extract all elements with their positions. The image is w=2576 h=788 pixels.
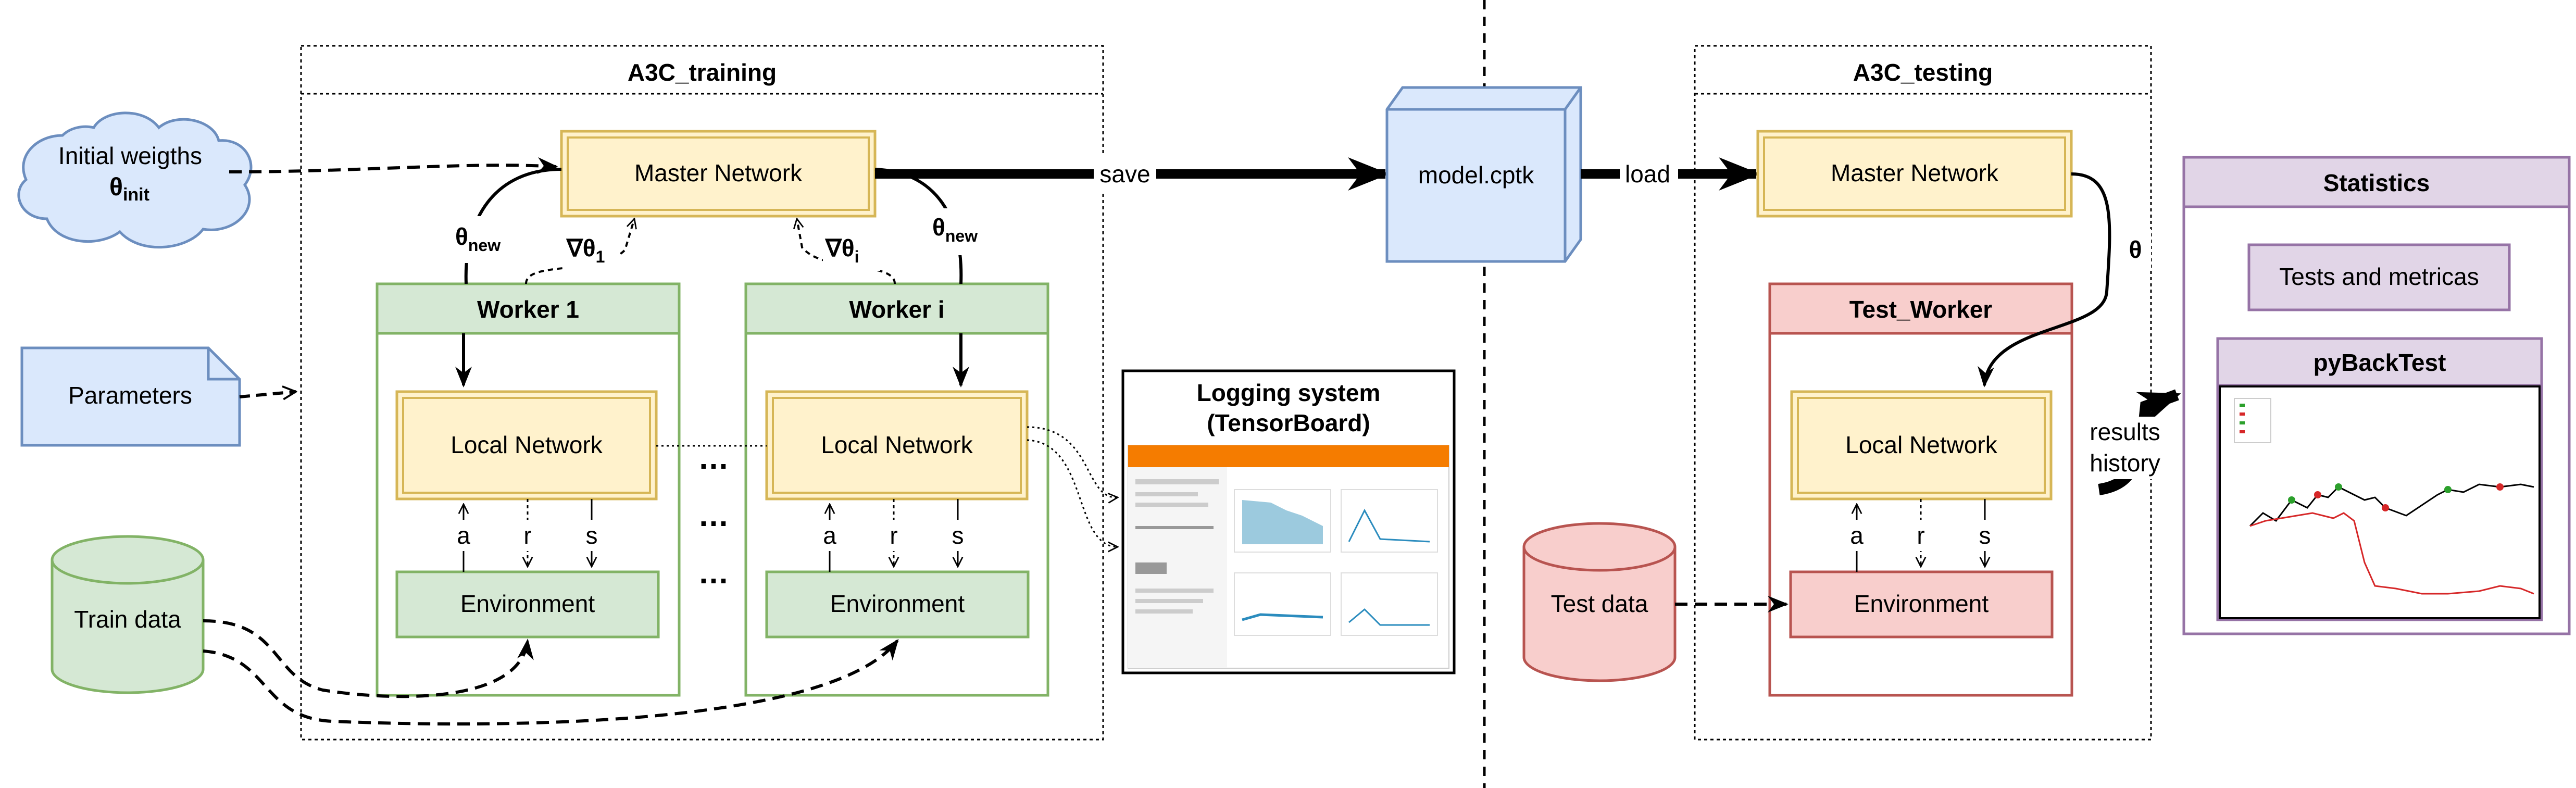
tensorboard-screenshot <box>1128 445 1449 669</box>
results-label-line1: results <box>2090 418 2160 445</box>
test-worker-local-label: Local Network <box>1845 431 1997 458</box>
train-data-label: Train data <box>74 606 181 633</box>
test-data-cylinder[interactable]: Test data <box>1522 522 1677 682</box>
test-data-label: Test data <box>1551 590 1648 617</box>
test-action-label: a <box>1850 522 1864 549</box>
logging-system-panel[interactable]: Logging system (TensorBoard) <box>1121 369 1456 674</box>
test-worker-env-label: Environment <box>1854 590 1989 617</box>
local-to-logging-arrows <box>1027 426 1118 547</box>
worker-1-local-label: Local Network <box>451 431 603 458</box>
worker-i[interactable]: Worker i Local Network Environment <box>744 282 1049 697</box>
tests-metrics-box[interactable] <box>2247 243 2511 311</box>
test-worker[interactable]: Test_Worker Local Network Environment <box>1768 282 2073 697</box>
worker-i-reward-label: r <box>890 522 897 549</box>
training-master-label: Master Network <box>634 159 803 186</box>
test-worker-environment[interactable] <box>1789 570 2054 639</box>
tests-metrics-label: Tests and metricas <box>2279 263 2479 290</box>
results-label-line2: history <box>2090 449 2160 477</box>
init-to-master-arrow <box>229 157 558 174</box>
a3c-training-panel: A3C_training <box>300 45 1104 741</box>
parameters-label: Parameters <box>68 382 192 409</box>
training-master-network[interactable]: Master Network <box>560 130 877 218</box>
testing-master-network[interactable]: Master Network <box>1756 130 2073 218</box>
worker-i-local-network[interactable] <box>765 390 1029 501</box>
test-reward-label: r <box>1917 522 1924 549</box>
load-label: load <box>1625 160 1670 187</box>
worker-i-state-label: s <box>952 522 964 549</box>
save-label: save <box>1099 160 1150 187</box>
test-worker-title: Test_Worker <box>1849 296 1993 323</box>
backtest-plot-image <box>2219 385 2541 619</box>
worker-1[interactable]: Worker 1 Local Network Environment <box>376 282 681 697</box>
worker-1-action-label: a <box>457 522 470 549</box>
worker-i-ars-arrows <box>819 499 968 572</box>
test-state-label: s <box>1979 522 1991 549</box>
statistics-title: Statistics <box>2323 169 2430 196</box>
worker-i-title: Worker i <box>849 296 944 323</box>
train-data-arrows <box>203 619 899 726</box>
testing-title: A3C_testing <box>1853 59 1993 86</box>
theta-new-right-label: θnew <box>932 214 978 245</box>
training-title: A3C_training <box>628 59 777 86</box>
worker-1-title: Worker 1 <box>477 296 579 323</box>
statistics-panel[interactable]: Statistics Tests and metricas pyBackTest <box>2182 156 2571 635</box>
worker-1-environment[interactable] <box>395 570 660 639</box>
worker-1-reward-label: r <box>523 522 531 549</box>
testing-theta-label: θ <box>2129 236 2142 263</box>
gradient-1-label: ∇θ1 <box>566 234 605 266</box>
test-worker-ars-arrows <box>1846 499 1995 572</box>
worker-i-local-label: Local Network <box>821 431 973 458</box>
initial-weights-cloud[interactable]: Initial weigths θinit <box>17 111 253 249</box>
theta-new-left-label: θnew <box>455 223 501 255</box>
parameters-document[interactable]: Parameters <box>20 346 241 447</box>
test-worker-local-network[interactable] <box>1790 390 2053 501</box>
parameters-arrow <box>239 392 296 397</box>
logging-title-line1: Logging system <box>1197 379 1381 406</box>
train-data-cylinder[interactable]: Train data <box>51 535 205 694</box>
initial-weights-label: Initial weigths <box>58 142 202 169</box>
pybacktest-title: pyBackTest <box>2314 349 2446 376</box>
logging-title-line2: (TensorBoard) <box>1207 409 1370 436</box>
worker-1-state-label: s <box>586 522 598 549</box>
model-label: model.cptk <box>1418 161 1534 189</box>
model-cptk-cube[interactable]: model.cptk <box>1385 86 1582 263</box>
worker-i-action-label: a <box>823 522 836 549</box>
worker-1-ars-arrows <box>453 499 602 572</box>
gradient-i-label: ∇θi <box>824 234 859 266</box>
ellipsis-3: … <box>698 555 729 590</box>
worker-1-local-network[interactable] <box>395 390 658 501</box>
worker-1-env-label: Environment <box>460 590 595 617</box>
testing-theta-arrow <box>1978 172 2111 387</box>
worker-i-environment[interactable] <box>765 570 1030 639</box>
testing-master-label: Master Network <box>1831 159 1999 186</box>
worker-i-env-label: Environment <box>830 590 965 617</box>
ellipsis-2: … <box>698 498 729 533</box>
theta-init-label: θinit <box>109 173 149 205</box>
